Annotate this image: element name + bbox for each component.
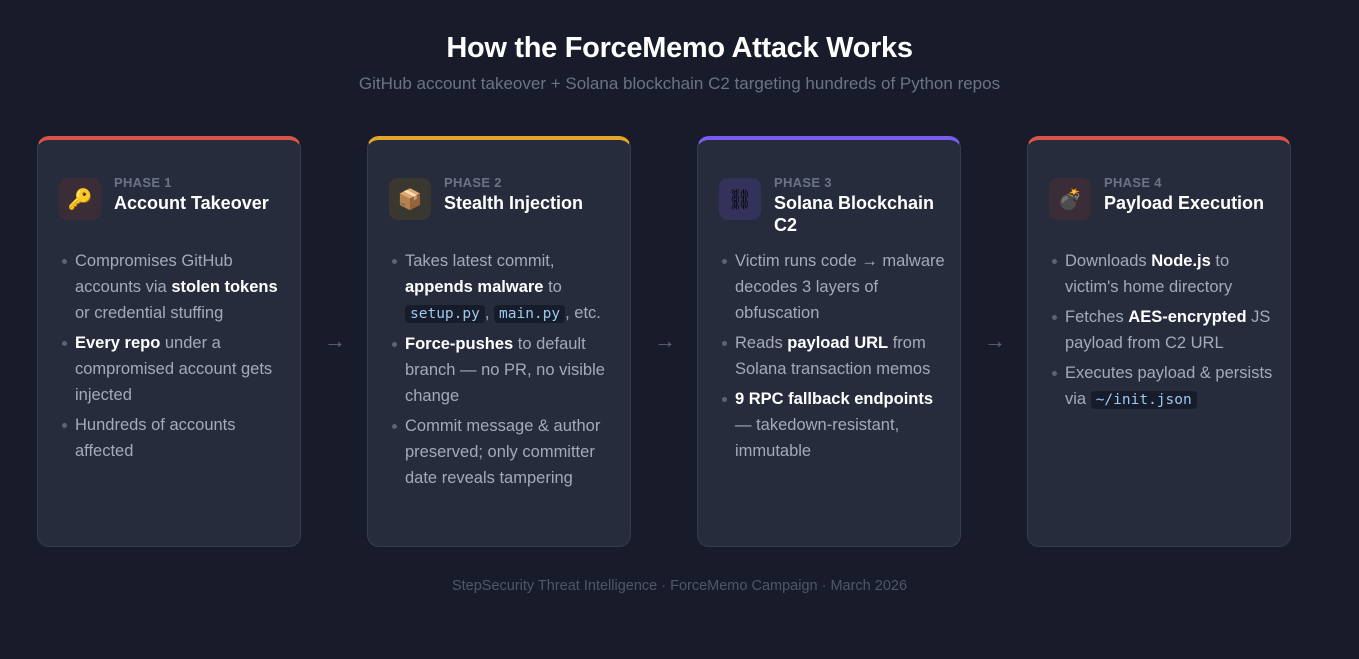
phase-bullets: Compromises GitHub accounts via stolen t… [59,248,289,468]
bullet-text: JS payload from C2 URL [1065,308,1271,352]
phase-card-3: ⛓ PHASE 3 Solana Blockchain C2 Victim run… [697,136,961,547]
phase-title: Payload Execution [1104,193,1265,213]
phase-title: Stealth Injection [444,193,584,213]
bomb-icon: 💣 [1049,178,1091,220]
bullet-text: Commit message & author preserved; only … [405,417,601,487]
bullet-item: Commit message & author preserved; only … [389,413,619,491]
arrow-icon: → [654,328,676,353]
bullet-item: Compromises GitHub accounts via stolen t… [59,248,289,326]
arrow-icon: → [984,328,1006,353]
bullet-text: Downloads [1065,252,1152,270]
bullet-text: , etc. [565,304,601,322]
bullet-item: Every repo under a compromised account g… [59,330,289,408]
bullet-text: under a compromised account gets injecte… [75,334,273,404]
bullet-text: Node.js [1151,252,1211,270]
page-title: How the ForceMemo Attack Works [446,32,913,64]
bullet-text: from Solana transaction memos [735,334,931,378]
bullet-text: payload URL [787,334,889,352]
phase-bullets: Takes latest commit, appends malware to … [389,248,619,495]
arrow-icon: → [324,328,346,353]
bullet-item: 9 RPC fallback endpoints — takedown-resi… [719,386,949,464]
bullet-text: appends malware [405,278,544,296]
bullet-item: Victim runs code → malware decodes 3 lay… [719,248,949,326]
bullet-text: — takedown-resistant, immutable [735,416,900,460]
phase-label: PHASE 4 [1104,175,1162,190]
chain-icon: ⛓ [719,178,761,220]
bullet-text: Reads [735,334,788,352]
bullet-item: Executes payload & persists via ~/init.j… [1049,360,1279,413]
phase-label: PHASE 3 [774,175,832,190]
bullet-item: Downloads Node.js to victim's home direc… [1049,248,1279,300]
bullet-text: to default branch — no PR, no visible ch… [405,335,605,405]
phase-label: PHASE 2 [444,175,502,190]
package-icon: 📦 [389,178,431,220]
phase-bullets: Downloads Node.js to victim's home direc… [1049,248,1279,417]
bullet-text: Takes latest commit, [405,252,555,270]
bullet-text: to [543,278,562,296]
bullet-item: Fetches AES-encrypted JS payload from C2… [1049,304,1279,356]
bullet-text: Every repo [75,334,161,352]
phase-title: Solana Blockchain C2 [774,193,935,235]
code-snippet: setup.py [405,305,485,323]
bullet-text: Victim runs code → malware decodes 3 lay… [735,252,945,322]
bullet-text: Compromises GitHub accounts via [75,252,233,296]
bullet-item: Hundreds of accounts affected [59,412,289,464]
phase-title: Account Takeover [114,193,269,213]
phase-bullets: Victim runs code → malware decodes 3 lay… [719,248,949,468]
bullet-text: stolen tokens [171,278,278,296]
bullet-text: Fetches [1065,308,1129,326]
bullet-item: Reads payload URL from Solana transactio… [719,330,949,382]
bullet-item: Takes latest commit, appends malware to … [389,248,619,327]
key-icon: 🔑 [59,178,101,220]
bullet-text: , [484,304,495,322]
bullet-text: Force-pushes [405,335,514,353]
bullet-text: to victim's home directory [1065,252,1233,296]
bullet-item: Force-pushes to default branch — no PR, … [389,331,619,409]
bullet-text: 9 RPC fallback endpoints [735,390,934,408]
phase-label: PHASE 1 [114,175,172,190]
code-snippet: main.py [494,305,566,323]
code-snippet: ~/init.json [1090,391,1197,409]
bullet-text: Executes payload & persists via [1065,364,1273,408]
bullet-text: or credential stuffing [75,304,224,322]
page-subtitle: GitHub account takeover + Solana blockch… [358,74,1001,93]
footer-credit: StepSecurity Threat Intelligence · Force… [451,578,908,594]
bullet-text: Hundreds of accounts affected [75,416,236,460]
bullet-text: AES-encrypted [1128,308,1247,326]
